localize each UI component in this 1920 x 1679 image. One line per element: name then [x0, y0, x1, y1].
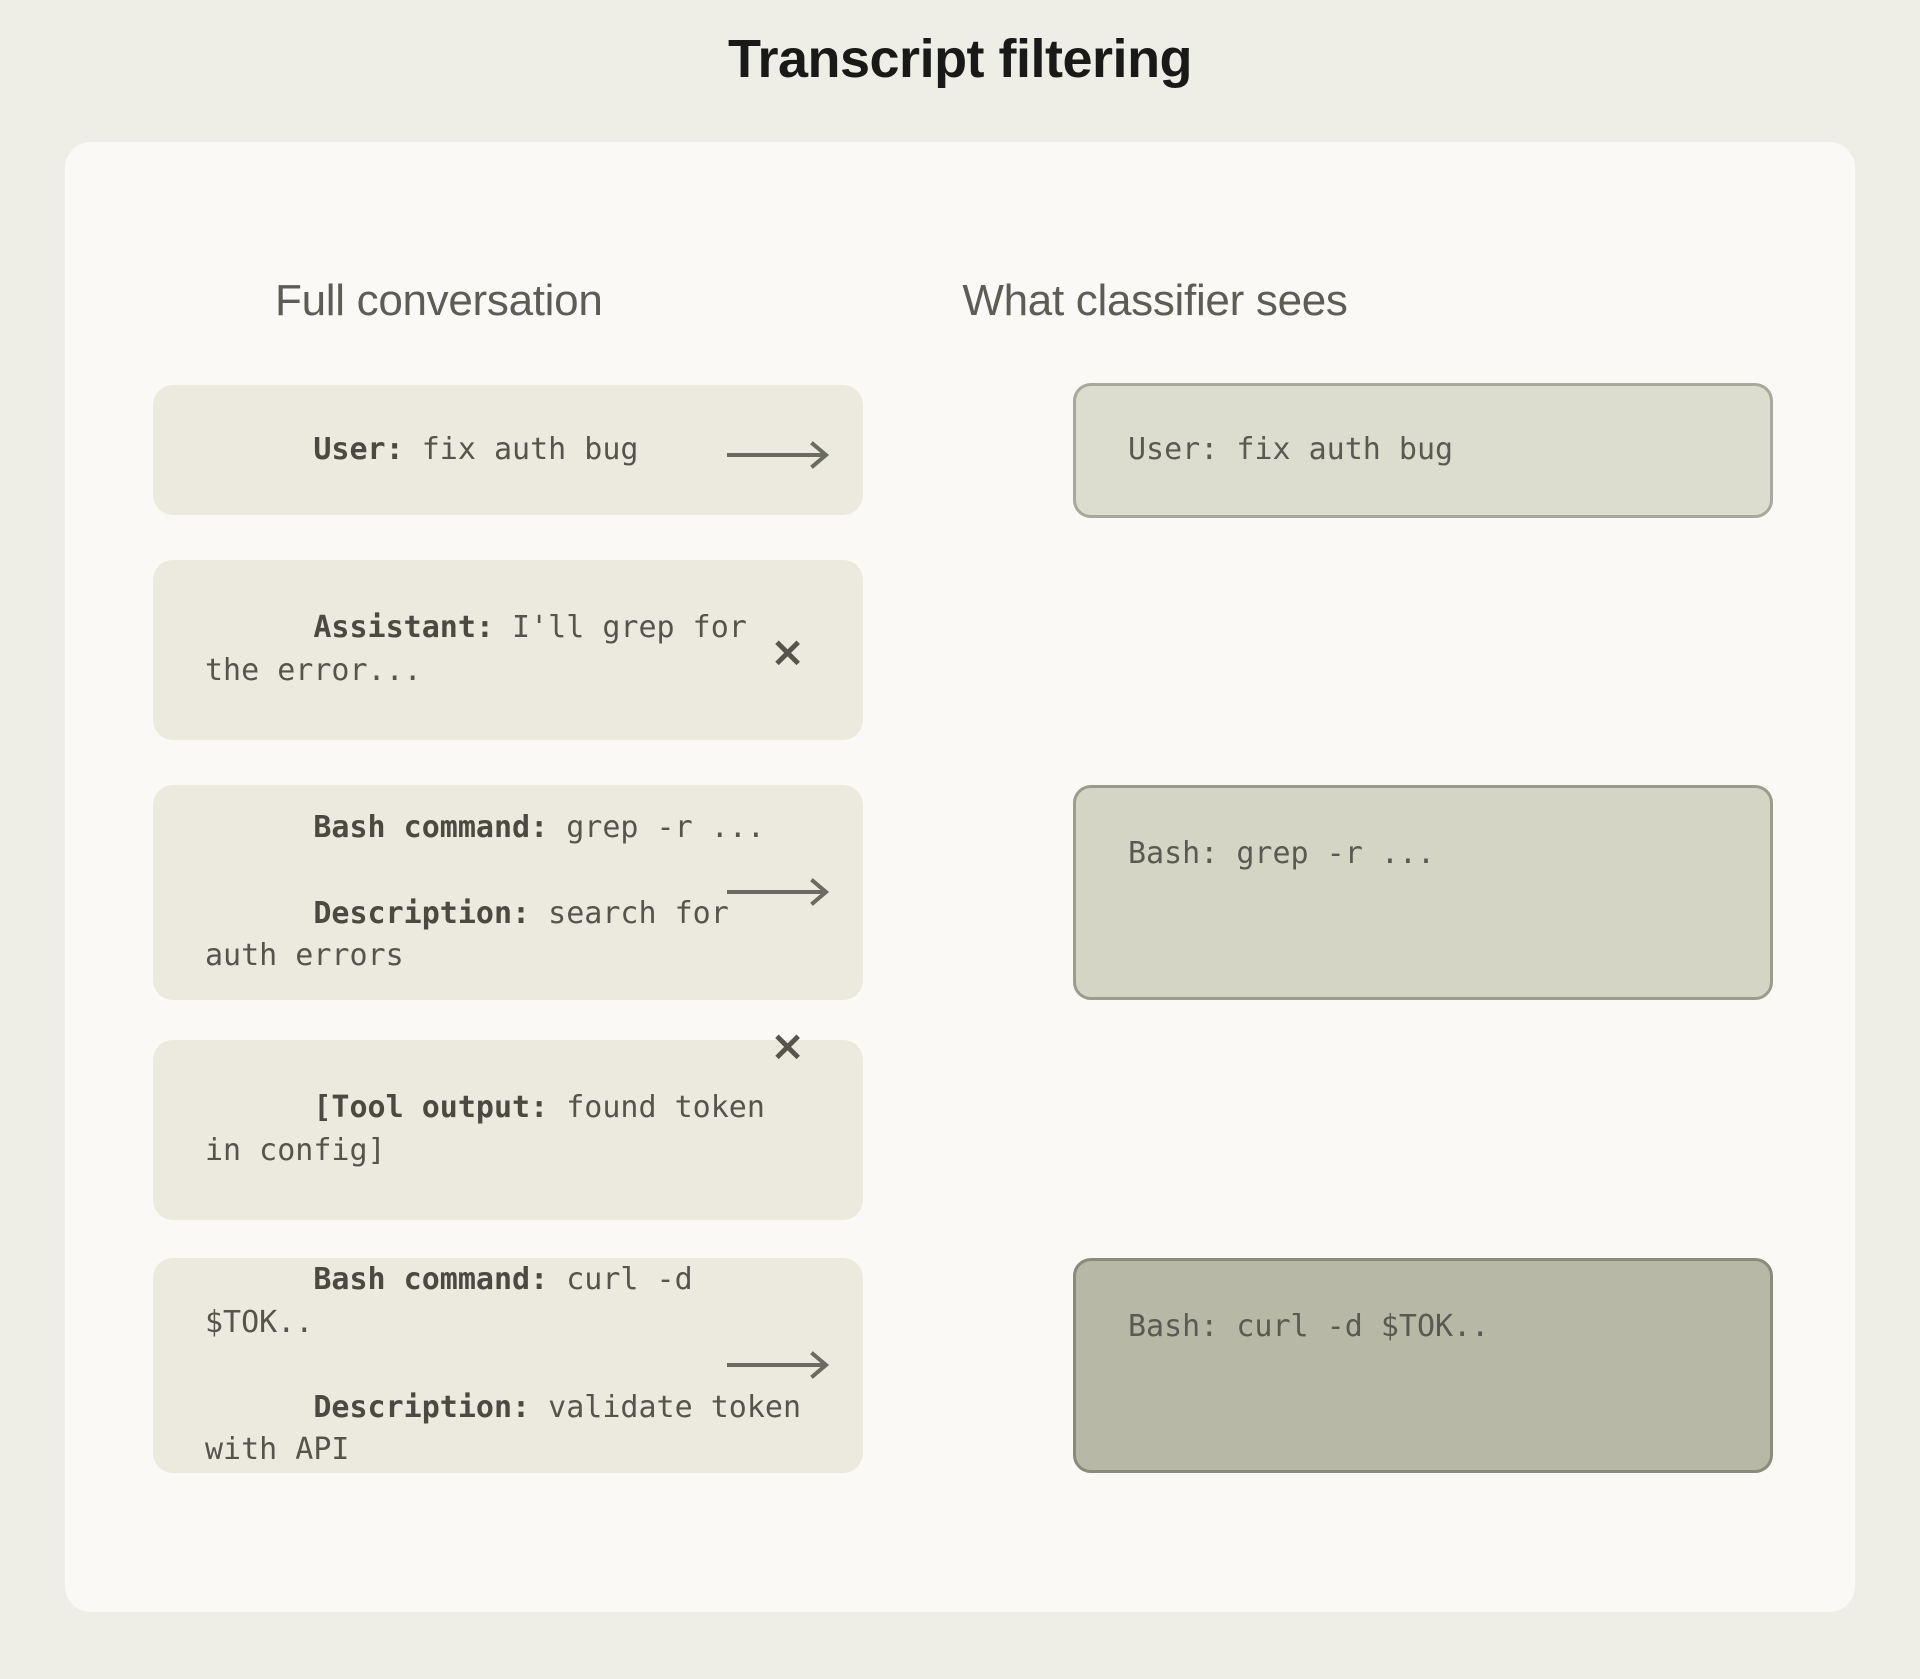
- connector-cross-row-4: ×: [770, 1021, 806, 1070]
- column-header-what-classifier-sees: What classifier sees: [962, 276, 1348, 325]
- left-card-label-description-row-5: Description:: [313, 1389, 531, 1425]
- connector-arrow-row-5: [725, 1348, 843, 1382]
- right-box-text-row-1: User: fix auth bug: [1128, 432, 1454, 468]
- left-card-label-command-row-5: Bash command:: [313, 1262, 549, 1298]
- left-card-label-description-row-3: Description:: [313, 895, 531, 931]
- column-header-full-conversation: Full conversation: [275, 276, 603, 325]
- connector-arrow-row-3: [725, 875, 843, 909]
- right-box-row-3: Bash: grep -r ...: [1073, 785, 1773, 1000]
- left-card-text-row-2: Assistant: I'll grep for the error...: [205, 565, 811, 735]
- left-card-text-row-4: [Tool output: found token in config]: [205, 1045, 811, 1215]
- right-box-text-row-3: Bash: grep -r ...: [1128, 836, 1436, 871]
- left-card-body-command-row-3: grep -r ...: [548, 810, 765, 846]
- left-card-text-row-5: Bash command: curl -d $TOK.. Description…: [205, 1216, 811, 1514]
- right-box-row-5: Bash: curl -d $TOK..: [1073, 1258, 1773, 1473]
- left-card-label-command-row-3: Bash command:: [313, 810, 549, 846]
- page-title: Transcript filtering: [727, 29, 1193, 89]
- left-card-label-row-2: Assistant:: [313, 610, 494, 646]
- right-box-text-row-5: Bash: curl -d $TOK..: [1128, 1309, 1490, 1344]
- left-card-row-1: User: fix auth bug: [153, 385, 863, 515]
- left-card-body-description-row-5: validate token with API: [205, 1389, 820, 1468]
- left-card-text-row-1: User: fix auth bug: [205, 386, 639, 514]
- left-card-body-command-row-5: curl -d $TOK..: [205, 1262, 711, 1340]
- left-card-row-2: Assistant: I'll grep for the error...: [153, 560, 863, 740]
- left-card-body-row-1: fix auth bug: [403, 431, 639, 467]
- left-card-row-4: [Tool output: found token in config]: [153, 1040, 863, 1220]
- left-card-label-row-4: [Tool output:: [313, 1090, 549, 1126]
- left-card-body-description-row-3: search for auth errors: [205, 895, 747, 974]
- connector-arrow-row-1: [725, 438, 843, 472]
- right-box-row-1: User: fix auth bug: [1073, 383, 1773, 518]
- left-card-body-row-4: found token in config]: [205, 1090, 783, 1168]
- connector-cross-row-2: ×: [770, 627, 806, 676]
- left-card-text-row-3: Bash command: grep -r ... Description: s…: [205, 765, 811, 1021]
- left-card-label-row-1: User:: [313, 431, 404, 467]
- left-card-body-row-2: I'll grep for the error...: [205, 610, 765, 688]
